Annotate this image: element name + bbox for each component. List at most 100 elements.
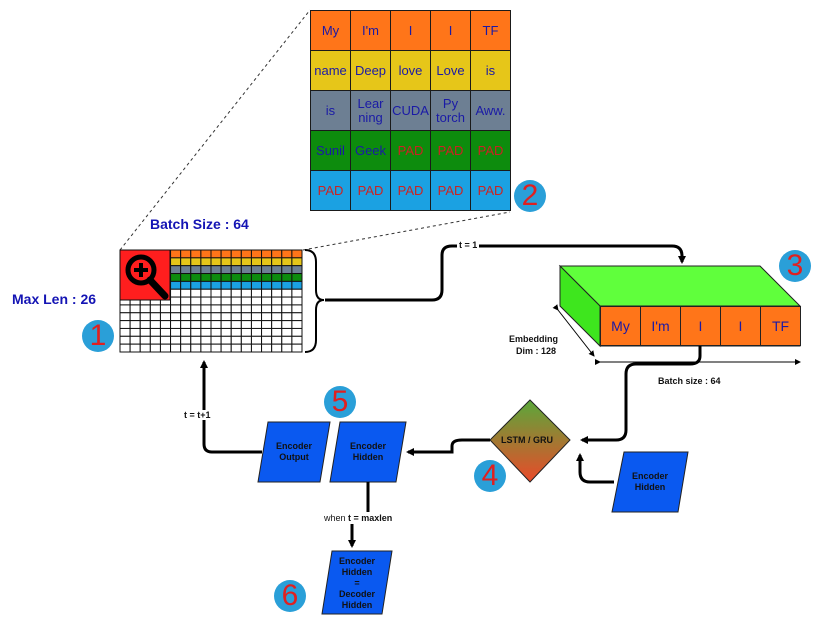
encoder-hidden-input-line-2: Hidden xyxy=(634,482,666,492)
encoder-hidden-line-1: Encoder xyxy=(349,441,386,451)
encoder-hidden-input-shape xyxy=(611,451,689,513)
zoom-cell: PAD xyxy=(430,130,471,171)
zoom-cell: Aww. xyxy=(470,90,511,131)
encoder-output-line-2: Output xyxy=(279,452,309,462)
batch-grid-cell xyxy=(180,273,192,282)
batch-grid-cell xyxy=(190,304,202,314)
batch-grid-cell xyxy=(170,312,182,322)
batch-grid-cell xyxy=(149,312,161,322)
batch-grid-cell xyxy=(170,327,182,337)
batch-grid-cell xyxy=(180,343,192,353)
batch-grid-cell xyxy=(180,327,192,337)
batch-grid-cell xyxy=(129,327,141,337)
batch-grid-cell xyxy=(129,335,141,345)
batch-grid-cell xyxy=(271,257,283,267)
batch-grid-cell xyxy=(220,304,232,314)
batch-grid-cell xyxy=(261,327,273,337)
batch-grid-cell xyxy=(190,320,202,329)
embedding-top-face xyxy=(558,265,802,307)
batch-grid-cell xyxy=(230,343,242,353)
badge-2: 2 xyxy=(514,180,546,212)
batch-grid-cell xyxy=(261,343,273,353)
batch-grid-cell xyxy=(271,273,283,282)
final-hidden-line-5: Hidden xyxy=(341,599,373,610)
batch-grid-cell xyxy=(281,320,293,329)
batch-grid-cell xyxy=(230,327,242,337)
batch-grid-cell xyxy=(190,335,202,345)
batch-grid-cell xyxy=(291,343,303,353)
batch-grid-cell xyxy=(180,304,192,314)
batch-grid-cell xyxy=(240,296,252,306)
batch-grid-cell xyxy=(261,265,273,275)
zoom-dashed-line-right xyxy=(302,211,511,251)
batch-grid-cell xyxy=(119,343,131,353)
batch-grid-cell xyxy=(230,265,242,275)
embedding-dim-arrow xyxy=(552,304,595,357)
zoom-cell: I'm xyxy=(350,10,391,51)
final-hidden-line-1: Encoder xyxy=(338,555,375,566)
batch-grid-cell xyxy=(230,288,242,298)
batch-grid-cell xyxy=(220,249,232,259)
batch-grid-cell xyxy=(220,312,232,322)
batch-grid-cell xyxy=(210,273,222,282)
batch-grid-cell xyxy=(190,249,202,259)
batch-grid-cell xyxy=(281,249,293,259)
arrow-lstm-to-hidden xyxy=(406,438,490,456)
batch-grid-cell xyxy=(240,335,252,345)
batch-grid-cell xyxy=(159,304,172,314)
batch-grid-cell xyxy=(271,335,283,345)
zoom-cell: CUDA xyxy=(390,90,431,131)
batch-grid-cell xyxy=(180,280,192,290)
batch-grid-cell xyxy=(190,327,202,337)
batch-grid-cell xyxy=(271,249,283,259)
batch-grid-cell xyxy=(220,296,232,306)
batch-grid-cell xyxy=(230,296,242,306)
batch-grid-cell xyxy=(291,265,303,275)
t-increment-label: t = t+1 xyxy=(184,410,211,420)
batch-grid-cell xyxy=(291,280,303,290)
batch-grid-cell xyxy=(261,288,273,298)
zoom-cell: is xyxy=(470,50,511,91)
batch-grid-cell xyxy=(210,335,222,345)
batch-grid-cell xyxy=(291,312,303,322)
batch-grid-cell xyxy=(250,288,263,298)
final-hidden-line-2: Hidden xyxy=(341,566,373,577)
batch-grid-cell xyxy=(200,296,212,306)
batch-grid-cell xyxy=(250,280,263,290)
badge-1: 1 xyxy=(82,320,114,352)
batch-grid-cell xyxy=(149,304,161,314)
batch-grid-cell xyxy=(240,273,252,282)
batch-grid-cell xyxy=(190,288,202,298)
batch-grid-cell xyxy=(230,335,242,345)
zoom-cell: PAD xyxy=(310,170,351,211)
batch-grid-cell xyxy=(200,257,212,267)
batch-grid-cell xyxy=(250,320,263,329)
batch-grid-cell xyxy=(281,327,293,337)
batch-grid-cell xyxy=(139,304,151,314)
batch-grid-cell xyxy=(210,320,222,329)
batch-grid-cell xyxy=(119,335,131,345)
batch-size-label: Batch Size : 64 xyxy=(150,216,249,232)
batch-grid-cell xyxy=(271,304,283,314)
batch-grid-cell xyxy=(200,265,212,275)
batch-grid-cell xyxy=(220,273,232,282)
batch-grid-cell xyxy=(240,327,252,337)
final-hidden-text: Encoder Hidden = Decoder Hidden xyxy=(326,553,388,613)
batch-grid-cell xyxy=(291,296,303,306)
batch-grid-cell xyxy=(250,312,263,322)
batch-grid-cell xyxy=(250,257,263,267)
batch-grid-cell xyxy=(240,343,252,353)
embedding-cell: I'm xyxy=(640,306,681,346)
embedding-dim-label-line1: Embedding xyxy=(509,334,558,344)
batch-grid-cell xyxy=(281,312,293,322)
batch-grid-cell xyxy=(210,257,222,267)
batch-grid-cell xyxy=(220,320,232,329)
batch-grid-cell xyxy=(200,288,212,298)
batch-grid-cell xyxy=(220,288,232,298)
batch-grid-cell xyxy=(291,320,303,329)
batch-grid-cell xyxy=(119,327,131,337)
batch-grid-cell xyxy=(170,304,182,314)
batch-grid-cell xyxy=(220,343,232,353)
batch-grid-cell xyxy=(240,280,252,290)
batch-grid-cell xyxy=(180,257,192,267)
